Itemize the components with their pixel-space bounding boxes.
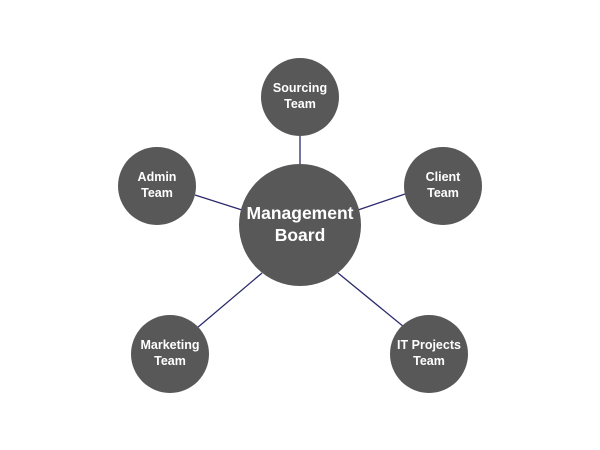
node-label-line1: Admin: [137, 170, 177, 185]
node-label-line2: Team: [413, 354, 445, 368]
node-label-line2: Team: [284, 97, 316, 111]
node-label-line1: Management: [246, 203, 354, 224]
link-marketing: [196, 272, 263, 329]
node-label-line1: Sourcing: [272, 81, 328, 96]
node-label-line2: Team: [141, 186, 173, 200]
link-client: [357, 193, 406, 211]
node-label-line2: Board: [274, 225, 326, 245]
node-it-projects-team: IT Projects Team: [390, 315, 468, 393]
node-label-line1: Client: [425, 170, 461, 185]
node-client-team: Client Team: [404, 147, 482, 225]
node-label-line2: Team: [427, 186, 459, 200]
node-label-line1: IT Projects: [397, 338, 461, 353]
node-label-line2: Team: [154, 354, 186, 368]
link-admin: [194, 194, 243, 211]
node-admin-team: Admin Team: [118, 147, 196, 225]
node-marketing-team: Marketing Team: [131, 315, 209, 393]
link-itprojects: [337, 272, 405, 328]
node-management-board: Management Board: [239, 164, 361, 286]
node-sourcing-team: Sourcing Team: [261, 58, 339, 136]
node-label-line1: Marketing: [140, 338, 200, 353]
